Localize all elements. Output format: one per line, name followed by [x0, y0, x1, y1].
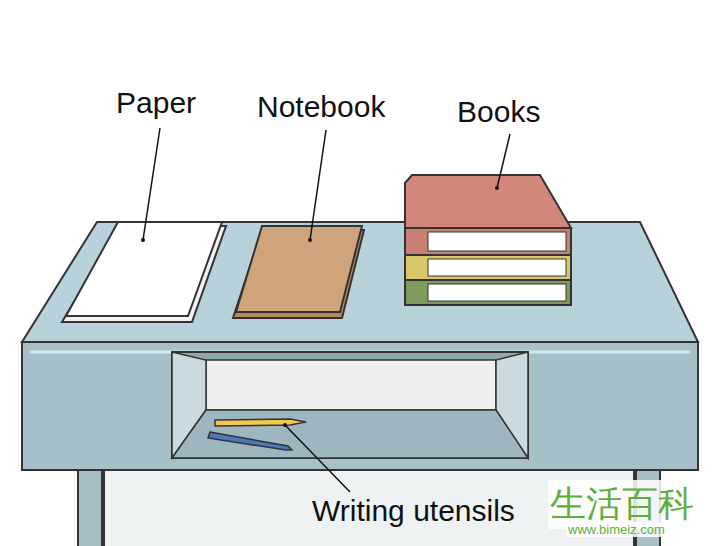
desk-top — [22, 222, 698, 342]
leader-line — [497, 134, 510, 188]
pencil — [215, 419, 306, 426]
desk-leg — [78, 468, 102, 546]
desk-cubby — [172, 352, 528, 458]
pen — [208, 432, 292, 450]
book-pages — [428, 259, 566, 276]
book-green — [405, 280, 571, 305]
leader-dot — [495, 186, 499, 190]
book-cover — [405, 175, 571, 228]
book-pages — [428, 284, 566, 301]
watermark: www.bimeiz.com — [566, 522, 667, 537]
leader-line — [143, 128, 160, 240]
book-yellow — [405, 255, 571, 280]
leader-dot — [308, 238, 312, 242]
leader-line — [310, 130, 326, 240]
leader-dot — [141, 238, 145, 242]
book-red — [405, 228, 571, 255]
part-label: Paper — [116, 86, 196, 120]
leader-dot — [283, 423, 287, 427]
part-label: Writing utensils — [312, 494, 515, 528]
desk-front — [22, 342, 698, 470]
notebook-cover — [236, 226, 362, 312]
cubby-back — [206, 360, 496, 410]
cubby-floor — [172, 410, 528, 458]
part-label: Books — [457, 95, 540, 129]
book-pages — [428, 232, 566, 251]
part-label: Notebook — [257, 90, 385, 124]
leader-line — [285, 425, 350, 492]
